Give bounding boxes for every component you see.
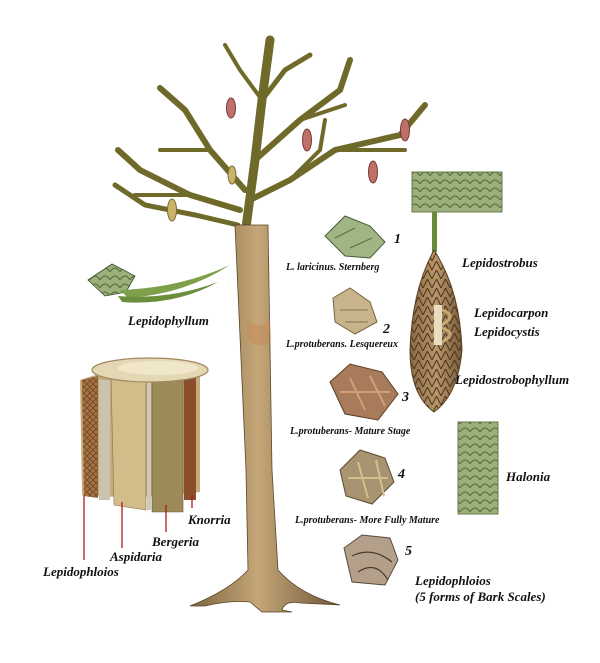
label-lepidophloios-stem: Lepidophloios xyxy=(43,564,119,579)
stem-cross-section xyxy=(80,357,209,513)
bark-scale-1 xyxy=(324,215,386,259)
bark-scale-1-number: 1 xyxy=(394,232,401,247)
tree-crown xyxy=(112,35,428,240)
label-lepidocystis: Lepidocystis xyxy=(474,324,540,339)
bark-scale-3 xyxy=(329,363,399,421)
bark-scale-5-number: 5 xyxy=(405,544,412,559)
bark-scale-1-caption: L. laricinus. Sternberg xyxy=(286,262,380,273)
bark-scale-5 xyxy=(343,534,399,586)
label-lepidostrobophyllum: Lepidostrobophyllum xyxy=(455,372,570,387)
label-lepidocarpon: Lepidocarpon xyxy=(474,305,549,320)
bark-scale-2-caption: L.protuberans. Lesquereux xyxy=(286,339,398,350)
tree-trunk xyxy=(189,224,341,613)
bark-scale-3-number: 3 xyxy=(402,390,409,405)
label-halonia: Halonia xyxy=(506,469,551,484)
label-lepidophloios-bark: Lepidophloios xyxy=(415,573,491,588)
bark-scale-2-number: 2 xyxy=(383,322,390,337)
bark-scale-4 xyxy=(339,449,395,505)
stem-pointer-lines xyxy=(83,495,193,560)
halonia-illustration xyxy=(457,421,499,515)
label-bergeria: Bergeria xyxy=(152,534,199,549)
lepidostrobus-illustration xyxy=(409,171,503,413)
label-bark-scales-note: (5 forms of Bark Scales) xyxy=(415,589,546,604)
lepidophyllum-illustration xyxy=(87,263,230,303)
bark-scale-4-caption: L.protuberans- More Fully Mature xyxy=(295,515,440,526)
bark-scale-2 xyxy=(332,287,378,335)
tree-cones xyxy=(167,97,410,222)
label-lepidophyllum: Lepidophyllum xyxy=(128,313,209,328)
bark-scale-4-number: 4 xyxy=(398,467,405,482)
label-lepidostrobus: Lepidostrobus xyxy=(462,255,538,270)
label-knorria: Knorria xyxy=(188,512,231,527)
bark-scale-3-caption: L.protuberans- Mature Stage xyxy=(290,426,411,437)
label-aspidaria: Aspidaria xyxy=(110,549,163,564)
